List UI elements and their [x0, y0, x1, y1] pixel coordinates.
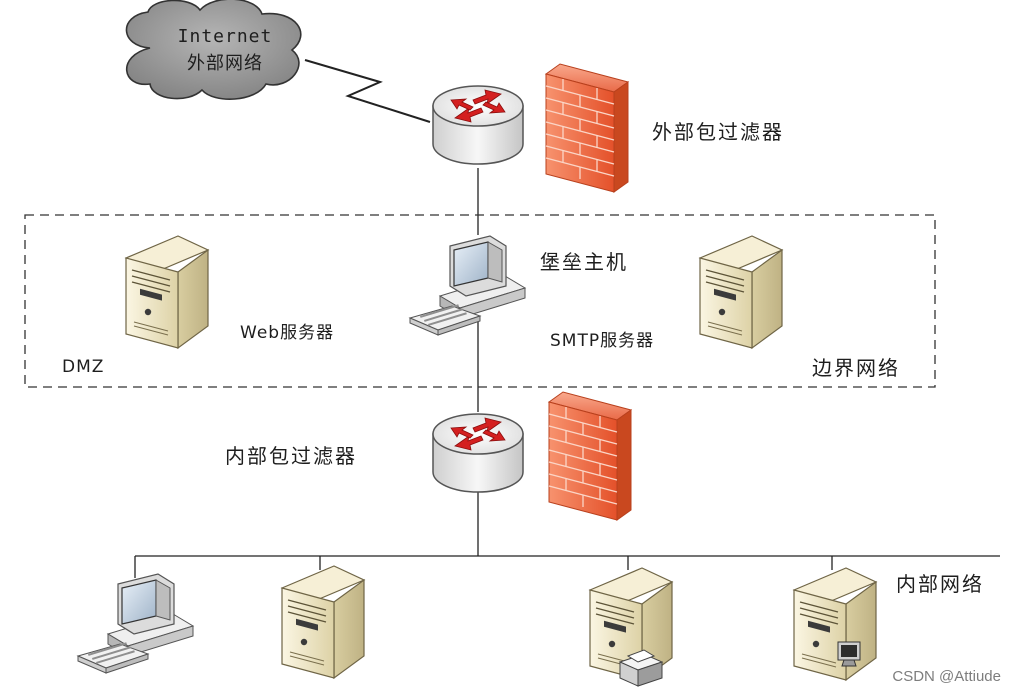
smtp-server-icon: [699, 235, 783, 349]
internal-server-icon: [281, 565, 365, 679]
internal-router-icon: [432, 413, 524, 493]
external-firewall-icon: [545, 63, 629, 193]
bastion-host-icon: [409, 235, 526, 336]
bastion-host-label: 堡垒主机: [540, 250, 628, 274]
internal-filter-label: 内部包过滤器: [225, 444, 357, 468]
dmz-boundary: [24, 214, 936, 388]
external-router-icon: [432, 85, 524, 165]
internal-network-label: 内部网络: [896, 572, 984, 596]
external-filter-label: 外部包过滤器: [652, 120, 784, 144]
web-server-icon: [125, 235, 209, 349]
connection-lines: [134, 59, 1000, 578]
watermark: CSDN @Attiude: [892, 668, 1001, 685]
dmz-label: DMZ: [62, 357, 105, 377]
internet-cloud-icon: [125, 0, 302, 100]
internet-label: Internet 外部网络: [170, 26, 280, 75]
web-server-label: Web服务器: [240, 323, 335, 343]
internal-server-icon-2: [793, 567, 877, 681]
cloud-line-2: 外部网络: [187, 53, 263, 74]
internet-link: [304, 59, 431, 123]
perimeter-network-label: 边界网络: [812, 356, 900, 380]
cloud-line-1: Internet: [177, 26, 273, 47]
smtp-server-label: SMTP服务器: [550, 331, 655, 351]
internal-workstation-icon: [77, 573, 194, 674]
internal-firewall-icon: [548, 391, 632, 521]
